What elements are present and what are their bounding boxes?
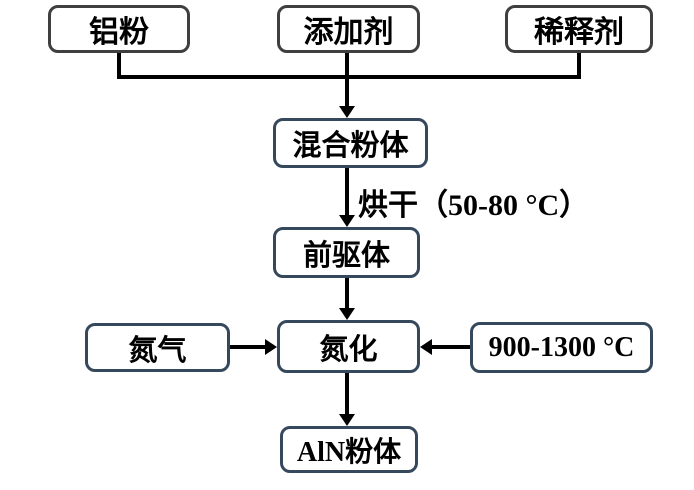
connector-aluminum-stub — [117, 53, 121, 79]
edge-precursor-to-nitridation-line — [345, 278, 349, 308]
arrowhead-to-nitridation-left — [265, 339, 277, 355]
node-additive-label: 添加剂 — [303, 16, 394, 49]
edge-label-drying: 烘干（50-80 °C） — [358, 189, 590, 222]
edge-mixed-to-precursor-line — [345, 168, 349, 215]
arrowhead-to-precursor — [339, 215, 355, 227]
edge-temperature-to-nitridation-line — [432, 345, 470, 349]
node-aluminum-powder-label: 铝粉 — [89, 16, 149, 49]
arrowhead-to-mixed-powder — [339, 106, 355, 118]
node-nitridation-temperature-label: 900-1300 °C — [488, 331, 635, 363]
node-mixed-powder-label: 混合粉体 — [292, 130, 409, 162]
node-diluent: 稀释剂 — [505, 5, 653, 53]
node-nitrogen-gas: 氮气 — [85, 323, 230, 372]
node-diluent-label: 稀释剂 — [534, 16, 624, 49]
node-aln-powder: AlN粉体 — [280, 426, 418, 473]
node-nitridation-temperature: 900-1300 °C — [470, 322, 653, 373]
node-precursor: 前驱体 — [273, 227, 420, 278]
node-nitridation-label: 氮化 — [319, 333, 378, 366]
connector-merge-horizontal — [117, 75, 581, 79]
node-aln-powder-label: AlN粉体 — [296, 436, 402, 468]
node-nitridation: 氮化 — [277, 320, 420, 373]
connector-merge-drop — [345, 53, 349, 106]
arrowhead-to-nitridation-top — [339, 308, 355, 320]
edge-nitridation-to-aln-line — [345, 373, 349, 414]
arrowhead-to-nitridation-right — [420, 339, 432, 355]
connector-diluent-stub — [577, 53, 581, 79]
arrowhead-to-aln-powder — [339, 414, 355, 426]
node-nitrogen-gas-label: 氮气 — [128, 334, 187, 367]
edge-nitrogen-to-nitridation-line — [230, 345, 265, 349]
node-additive: 添加剂 — [277, 5, 420, 53]
node-precursor-label: 前驱体 — [302, 239, 390, 272]
node-mixed-powder: 混合粉体 — [273, 118, 428, 168]
node-aluminum-powder: 铝粉 — [48, 5, 190, 53]
